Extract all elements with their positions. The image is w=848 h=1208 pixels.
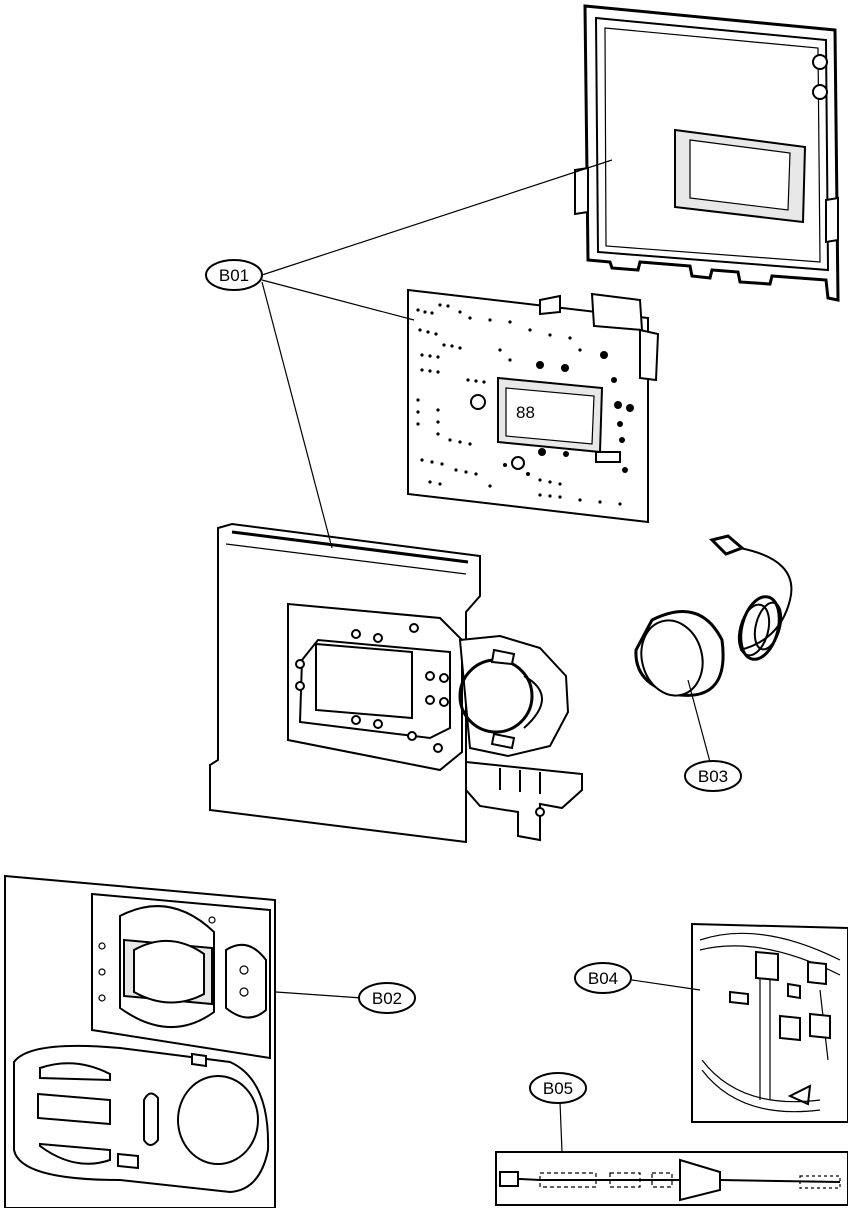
leader-lines	[261, 159, 711, 1153]
callout-label-b01: B01	[219, 266, 249, 285]
temperature-sensor	[634, 534, 793, 697]
pcb-lcd-digits: 88	[516, 403, 535, 422]
pcb-solder-dots	[416, 303, 622, 506]
control-housing	[209, 522, 583, 844]
callout-label-b03: B03	[698, 767, 728, 786]
callout-label-b05: B05	[543, 1079, 573, 1098]
callout-label-b02: B02	[372, 989, 402, 1008]
cable-box	[495, 1151, 848, 1206]
callout-b05: B05	[529, 1072, 587, 1104]
callout-b02: B02	[358, 982, 416, 1014]
front-panel-box	[4, 874, 276, 1208]
callout-b03: B03	[684, 760, 742, 792]
circuit-board: 88	[407, 288, 660, 524]
back-cover-frame	[574, 4, 840, 302]
callout-label-b04: B04	[588, 969, 618, 988]
callout-b01: B01	[205, 259, 263, 291]
callout-b04: B04	[574, 962, 632, 994]
pcb-components	[503, 351, 634, 476]
wiring-harness-box	[691, 922, 848, 1123]
